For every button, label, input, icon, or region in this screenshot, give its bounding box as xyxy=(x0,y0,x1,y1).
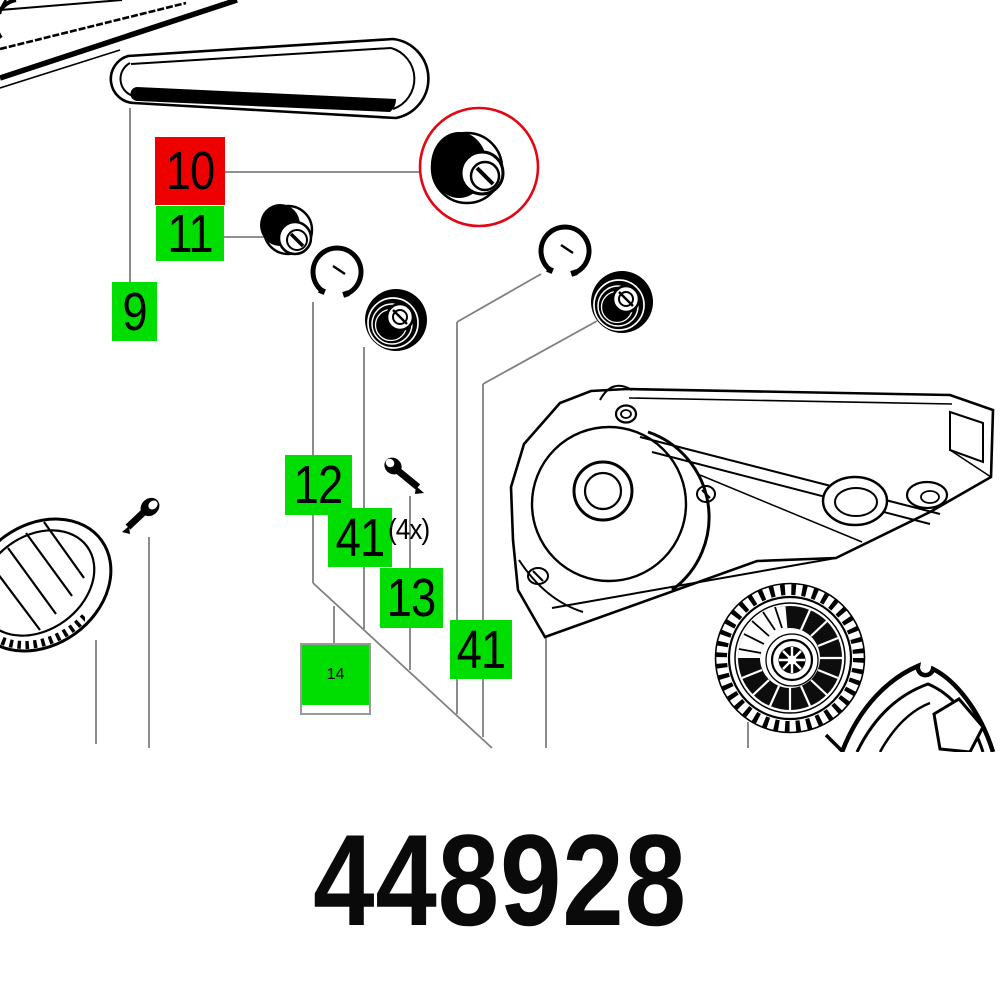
pulley-part xyxy=(430,131,505,205)
cover-fragment-part xyxy=(824,662,996,752)
callout-item-41b[interactable]: 41 xyxy=(450,620,512,679)
callout-item-10-selected[interactable]: 10 xyxy=(155,137,225,205)
bearing-part-1 xyxy=(363,287,429,353)
bearing-part-2 xyxy=(589,269,655,335)
pin-part xyxy=(122,497,160,534)
circlip-part-1 xyxy=(313,248,361,298)
cutoff-part-edges xyxy=(0,0,238,89)
part-number: 448928 xyxy=(313,807,687,953)
callout-item-12[interactable]: 12 xyxy=(285,455,352,515)
leader-lines xyxy=(95,108,749,749)
quantity-note: (4x) xyxy=(388,514,430,546)
callout-label: 13 xyxy=(387,568,437,628)
callout-label: 12 xyxy=(294,455,344,515)
callout-item-41a[interactable]: 41 xyxy=(328,508,392,567)
circlip-part-2 xyxy=(541,227,589,277)
callout-item-13[interactable]: 13 xyxy=(380,568,443,628)
callout-item-9[interactable]: 9 xyxy=(112,282,157,341)
highlight-circle xyxy=(418,106,540,228)
callout-item-11[interactable]: 11 xyxy=(156,206,224,261)
callout-label: 11 xyxy=(167,203,213,264)
callout-label: 14 xyxy=(326,666,345,683)
bushing-part xyxy=(260,204,314,256)
screw-part xyxy=(384,457,424,494)
callout-label: 41 xyxy=(456,619,507,680)
callout-label: 41 xyxy=(335,507,386,568)
callout-label: 10 xyxy=(165,141,216,201)
housing-part xyxy=(509,384,995,639)
housing-screw-icon xyxy=(527,485,716,585)
callout-item-14[interactable]: 14 xyxy=(300,643,371,715)
gear-part xyxy=(714,582,866,734)
callout-label: 9 xyxy=(122,281,147,342)
knob-part xyxy=(0,517,113,653)
drive-belt xyxy=(109,37,430,120)
